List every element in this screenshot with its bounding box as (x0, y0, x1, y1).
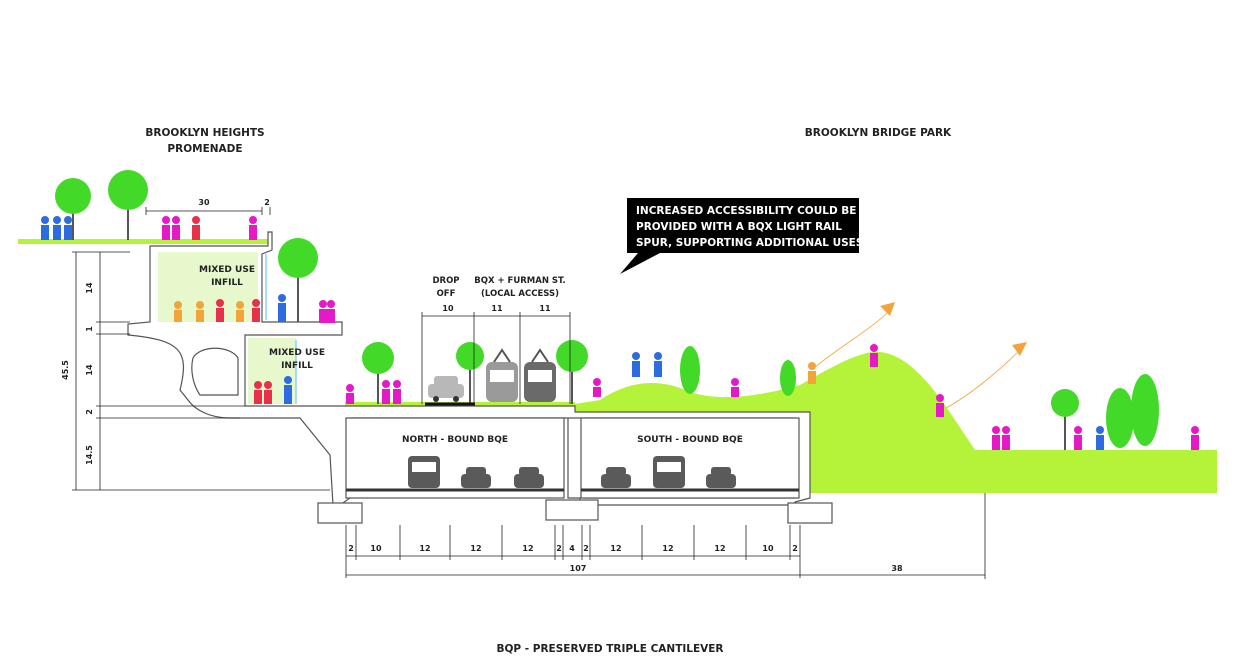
dim-vert-5: 14.5 (85, 445, 94, 465)
tree-icon (780, 360, 796, 396)
southbound-label: SOUTH - BOUND BQE (637, 435, 743, 445)
dim-lane-5: 12 (522, 544, 533, 553)
people-group-icon (174, 301, 816, 384)
car-icon (514, 467, 544, 488)
dim-dropoff: 10 (442, 304, 454, 313)
dim-lane-1: 2 (348, 544, 354, 553)
northbound-label: NORTH - BOUND BQE (402, 435, 508, 445)
dim-bqx-lane-1: 11 (491, 304, 503, 313)
dropoff-line-1: DROP (432, 276, 459, 286)
diagram-caption: BQP - PRESERVED TRIPLE CANTILEVER (496, 643, 723, 655)
footing-right (787, 502, 833, 524)
dim-total-width: 107 (570, 564, 587, 573)
dropoff-car-icon (428, 376, 464, 402)
kite-icon (945, 342, 1027, 409)
dim-lane-12: 10 (762, 544, 774, 553)
infill-lower-line-1: MIXED USE (269, 348, 325, 358)
dim-park-offset: 38 (891, 564, 903, 573)
dim-vert-2: 1 (85, 326, 94, 332)
kite-icon (813, 302, 895, 369)
tree-icon (556, 340, 588, 404)
promenade-title-line-1: BROOKLYN HEIGHTS (145, 127, 264, 139)
car-icon (706, 467, 736, 488)
tree-icon (680, 346, 700, 394)
callout-line-2: PROVIDED WITH A BQX LIGHT RAIL (636, 221, 842, 233)
park-title: BROOKLYN BRIDGE PARK (805, 127, 952, 139)
tree-icon (1131, 374, 1159, 446)
callout-line-3: SPUR, SUPPORTING ADDITIONAL USES (636, 237, 863, 249)
dim-lane-6: 2 (556, 544, 562, 553)
tree-icon (1106, 388, 1134, 448)
car-icon (601, 467, 631, 488)
dim-lane-10: 12 (662, 544, 673, 553)
tree-icon (1051, 389, 1079, 450)
infill-lower-line-2: INFILL (281, 361, 313, 371)
dim-vert-3: 14 (85, 364, 94, 376)
dim-lane-2: 10 (370, 544, 382, 553)
dim-lane-8: 2 (583, 544, 589, 553)
tree-icon (55, 178, 91, 240)
infill-upper-line-1: MIXED USE (199, 265, 255, 275)
footing-left (317, 502, 363, 524)
dimension-lanes: 2 10 12 12 12 2 4 2 12 12 12 10 2 107 38 (345, 493, 986, 579)
dim-lane-7: 4 (569, 544, 575, 553)
promenade-title-line-2: PROMENADE (167, 143, 242, 155)
people-group-icon (41, 216, 72, 240)
cantilever-void (191, 347, 239, 396)
tree-icon (108, 170, 148, 240)
light-rail-icon (486, 348, 556, 402)
park-ground-base (810, 450, 1217, 493)
dim-promenade-width: 30 (198, 198, 210, 207)
dim-vert-total: 45.5 (61, 360, 70, 380)
footing-middle (545, 499, 599, 521)
dimension-access-lanes: 10 11 11 (421, 304, 571, 404)
tree-icon (362, 342, 394, 404)
tree-icon (456, 342, 484, 404)
bqx-line-1: BQX + FURMAN ST. (474, 276, 566, 286)
dim-promenade-rail: 2 (264, 198, 270, 207)
dim-vert-4: 2 (85, 409, 94, 415)
bus-icon (653, 456, 685, 488)
tree-icon (278, 238, 318, 322)
people-group-icon (162, 216, 1199, 450)
promenade-grass-strip (18, 239, 268, 244)
dimension-vertical: 14 1 14 2 14.5 45.5 (61, 251, 330, 491)
dim-lane-9: 12 (610, 544, 621, 553)
dimension-promenade: 30 2 (145, 198, 271, 215)
bus-icon (408, 456, 440, 488)
dropoff-line-2: OFF (437, 289, 456, 299)
dim-vert-1: 14 (85, 282, 94, 294)
dim-lane-4: 12 (470, 544, 481, 553)
dim-lane-13: 2 (792, 544, 798, 553)
car-icon (461, 467, 491, 488)
infill-upper-line-2: INFILL (211, 278, 243, 288)
callout-box: INCREASED ACCESSIBILITY COULD BE PROVIDE… (620, 198, 863, 274)
bqx-line-2: (LOCAL ACCESS) (481, 289, 559, 299)
callout-line-1: INCREASED ACCESSIBILITY COULD BE (636, 205, 857, 217)
people-group-icon (192, 216, 272, 404)
dim-lane-11: 12 (714, 544, 725, 553)
dim-lane-3: 12 (419, 544, 430, 553)
people-group-icon (278, 294, 1104, 450)
dim-bqx-lane-2: 11 (539, 304, 551, 313)
